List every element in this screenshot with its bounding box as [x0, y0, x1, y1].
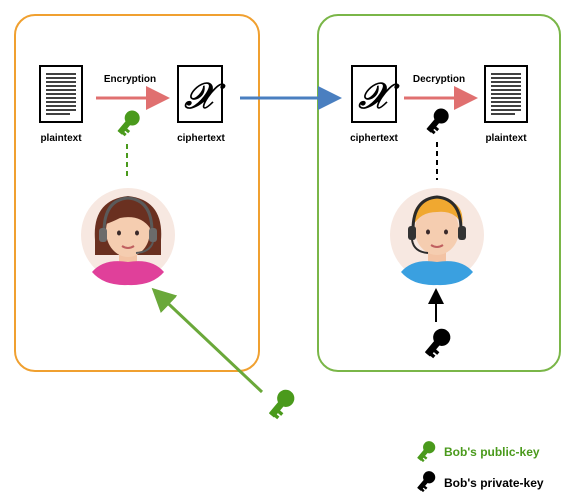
ciphertext-left-icon: 𝒳: [177, 65, 227, 123]
private-key-supply-icon: [420, 325, 454, 361]
plaintext-right-label: plaintext: [485, 133, 527, 144]
legend-public-key-icon: [414, 438, 438, 464]
ciphertext-right-label: ciphertext: [350, 133, 398, 144]
plaintext-right-document-icon: [484, 65, 528, 123]
public-key-icon: [113, 107, 143, 138]
legend-private-key-label: Bob's private-key: [444, 476, 544, 490]
public-key-delivery-icon: [264, 386, 298, 422]
private-key-icon: [422, 105, 452, 136]
plaintext-document-icon: [39, 65, 83, 123]
bob-avatar: [390, 188, 484, 286]
receiver-box: [317, 14, 561, 372]
sender-box: [14, 14, 260, 372]
legend: Bob's public-key Bob's private-key: [414, 438, 544, 494]
ciphertext-left-label: ciphertext: [177, 133, 225, 144]
legend-private-key-icon: [414, 468, 438, 494]
public-key-delivery-arrow: [151, 287, 264, 394]
decryption-label: Decryption: [413, 74, 465, 85]
encryption-label: Encryption: [104, 74, 156, 85]
ciphertext-right-icon: 𝒳: [351, 65, 401, 123]
alice-avatar: [81, 188, 175, 286]
plaintext-left-label: plaintext: [40, 133, 82, 144]
legend-public-key-label: Bob's public-key: [444, 445, 540, 459]
